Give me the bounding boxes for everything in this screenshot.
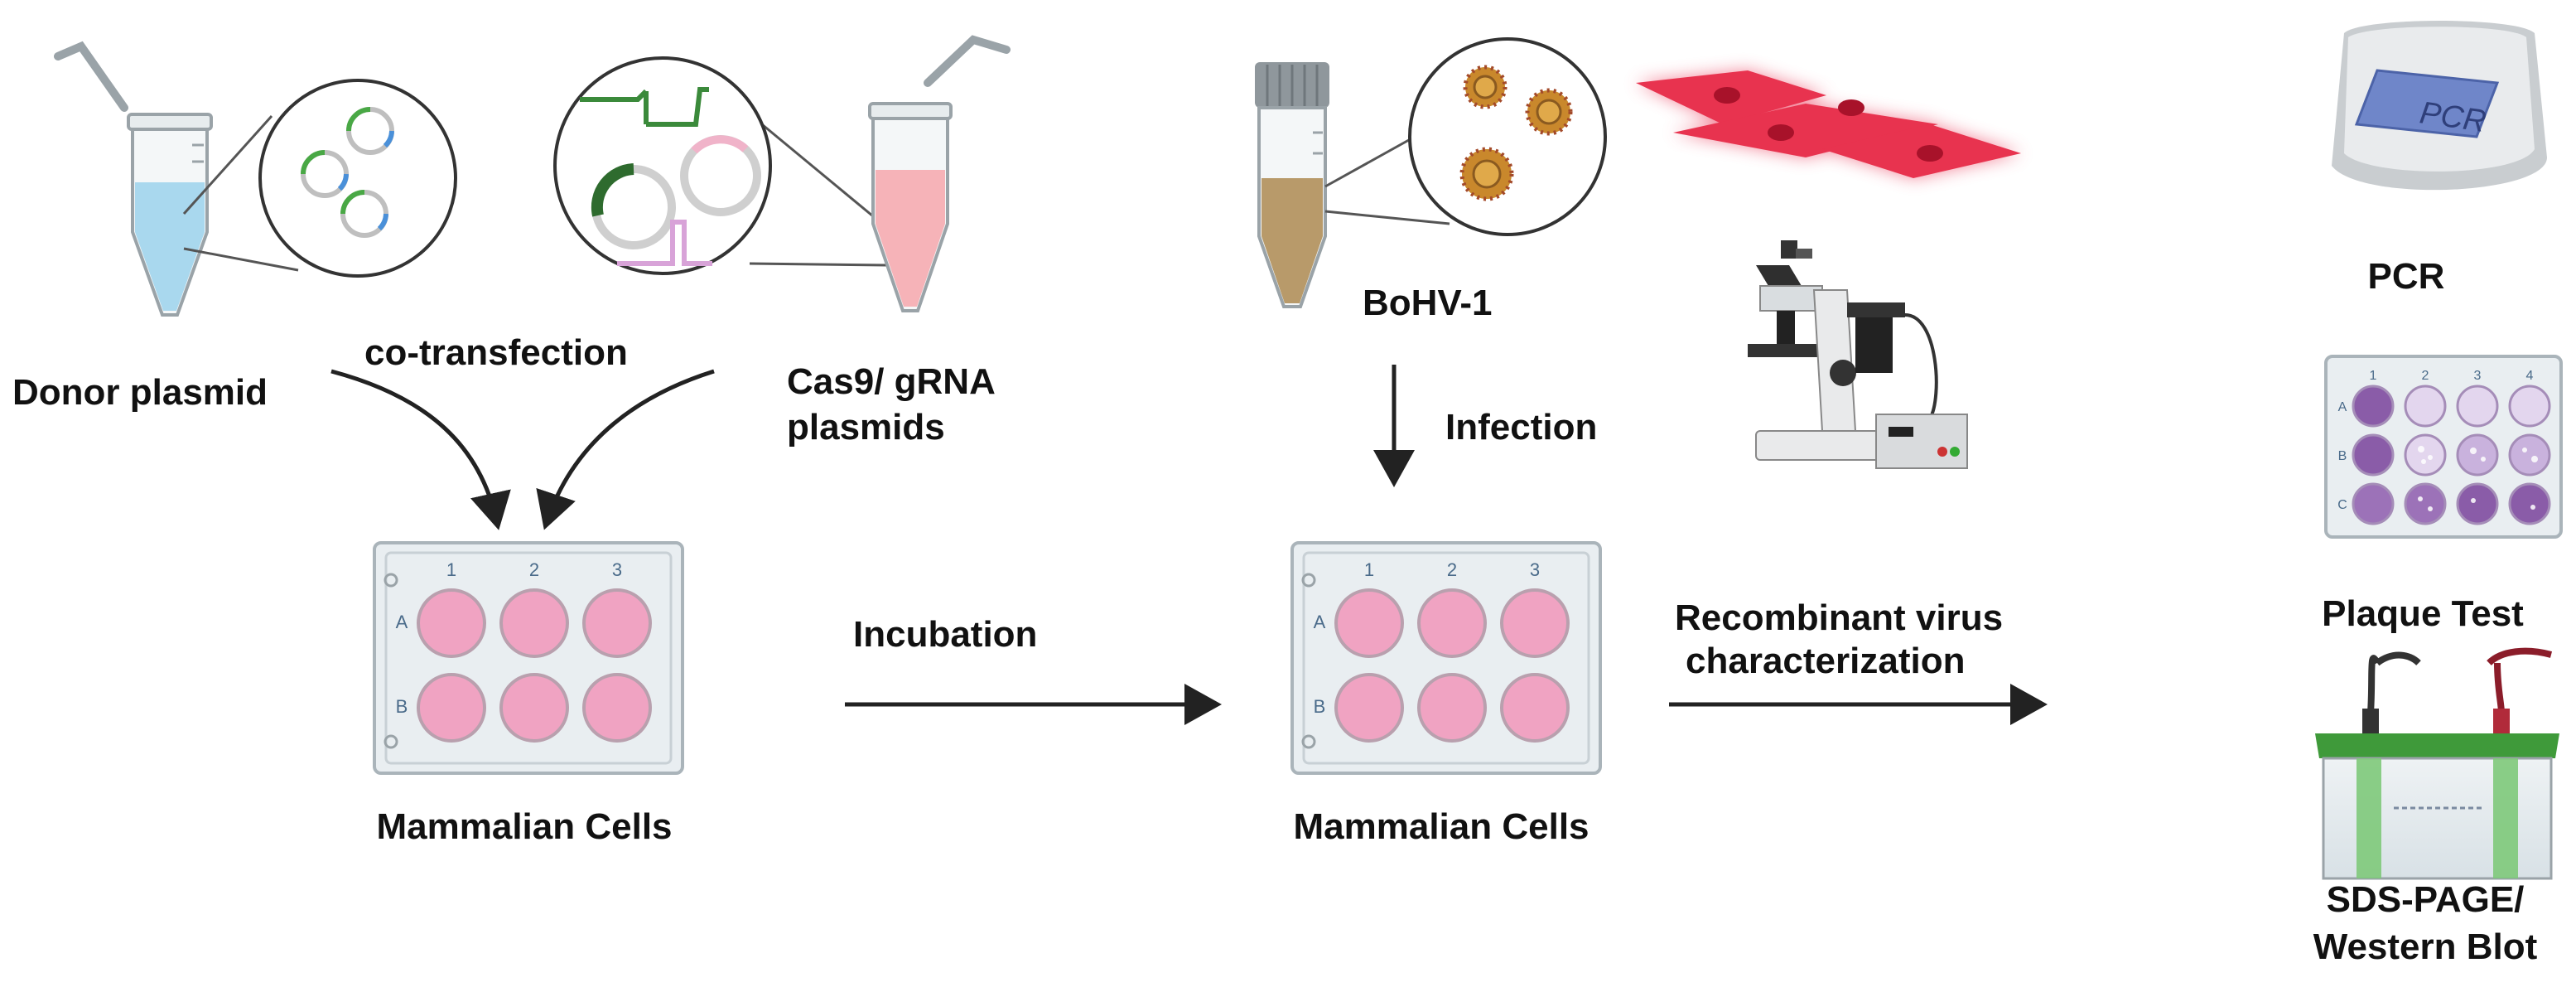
sds-page-label-line2: Western Blot [2313, 927, 2538, 967]
plaque-col-1: 1 [2370, 369, 2377, 383]
bohv1-tube-icon [1255, 62, 1329, 308]
plate2-well-b2 [1417, 673, 1487, 743]
plaque-test-label: Plaque Test [2322, 593, 2524, 634]
plate2-well-a1 [1334, 588, 1404, 658]
plate1-well-a3 [582, 588, 652, 658]
mammalian-cells-label-1: Mammalian Cells [376, 806, 672, 847]
plate1-col-3: 3 [612, 559, 622, 580]
plaque-col-4: 4 [2526, 369, 2534, 383]
plate2-row-a: A [1314, 612, 1326, 632]
virus-zoom-icon [1324, 37, 1607, 236]
plate2-well-b3 [1500, 673, 1570, 743]
plate1-col-2: 2 [529, 559, 539, 580]
plaque-plate-icon: 1 2 3 4 A B C [2324, 355, 2563, 539]
plate1-well-a2 [499, 588, 569, 658]
recombinant-label-line2: characterization [1686, 641, 1965, 681]
bohv1-label: BoHV-1 [1363, 283, 1492, 323]
host-cells-icon [1636, 70, 2021, 178]
pcr-machine-icon: PCR [2332, 21, 2547, 191]
donor-arrow [330, 369, 511, 530]
pcr-label: PCR [2368, 256, 2445, 297]
plate2-col-2: 2 [1447, 559, 1457, 580]
plate2-col-3: 3 [1530, 559, 1540, 580]
cas9-plasmid-zoom-icon [553, 56, 887, 275]
recombinant-label-line1: Recombinant virus [1675, 598, 2003, 638]
plaque-row-b: B [2338, 449, 2347, 463]
plaque-col-2: 2 [2422, 369, 2429, 383]
sds-page-label-line1: SDS-PAGE/ [2327, 879, 2525, 920]
cas9-arrow [536, 369, 715, 530]
plate2-well-b1 [1334, 673, 1404, 743]
plate1-col-1: 1 [446, 559, 456, 580]
plate1-well-b2 [499, 673, 569, 743]
gel-electrophoresis-icon [2315, 647, 2559, 880]
donor-plasmid-label: Donor plasmid [12, 372, 268, 413]
cas9-tube-icon [868, 35, 1011, 312]
virus-particle-icon [1459, 147, 1514, 201]
plate2-row-b: B [1314, 696, 1326, 717]
infection-label: Infection [1445, 407, 1597, 448]
donor-tube-icon [54, 41, 213, 317]
co-transfection-label: co-transfection [364, 332, 628, 373]
six-well-plate-1: 1 2 3 A B [373, 541, 684, 775]
plate1-well-a1 [417, 588, 486, 658]
plate1-well-b3 [582, 673, 652, 743]
virus-particle-icon [1525, 88, 1573, 136]
six-well-plate-2: 1 2 3 A B [1290, 541, 1602, 775]
incubation-label: Incubation [853, 614, 1037, 655]
cas9-label-line2: plasmids [787, 407, 945, 448]
plate2-col-1: 1 [1364, 559, 1374, 580]
donor-plasmid-zoom-icon [182, 79, 457, 278]
plate1-well-b1 [417, 673, 486, 743]
plaque-row-c: C [2337, 498, 2347, 512]
plaque-row-a: A [2338, 400, 2347, 414]
microscope-icon [1748, 240, 1968, 469]
cas9-label-line1: Cas9/ gRNA [787, 361, 996, 402]
virus-particle-icon [1463, 65, 1507, 109]
plate2-well-a2 [1417, 588, 1487, 658]
plate2-well-a3 [1500, 588, 1570, 658]
plate1-row-b: B [396, 696, 408, 717]
plate1-row-a: A [396, 612, 408, 632]
mammalian-cells-label-2: Mammalian Cells [1293, 806, 1589, 847]
plaque-col-3: 3 [2474, 369, 2482, 383]
